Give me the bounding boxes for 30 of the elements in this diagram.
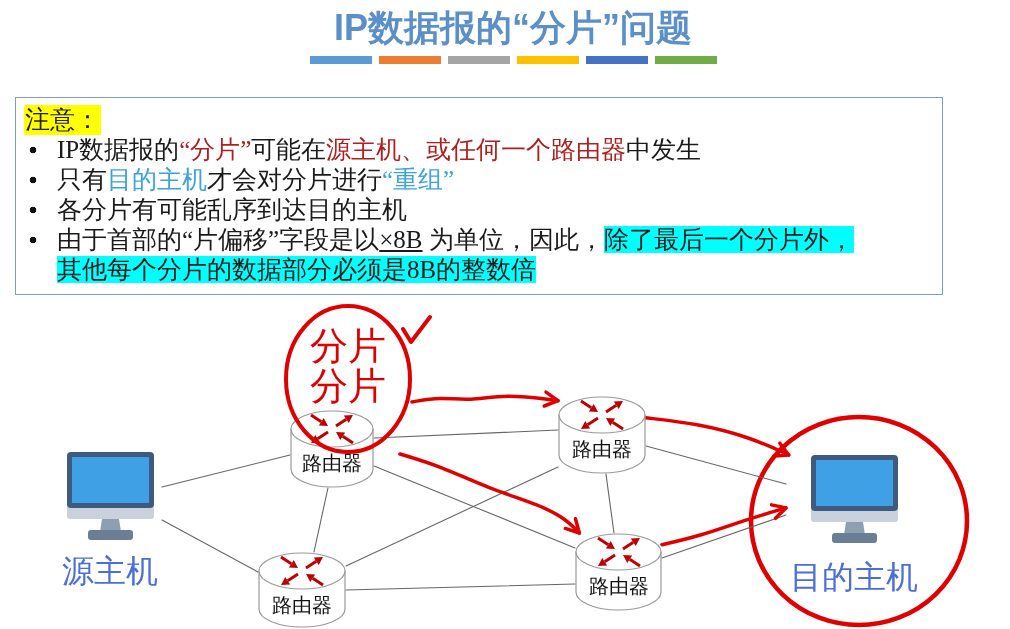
link-line <box>605 473 615 534</box>
link-line <box>161 454 291 488</box>
router-label: 路由器 <box>272 594 332 616</box>
handwritten-note: 分片 <box>310 366 386 406</box>
link-line <box>373 429 559 439</box>
host-label: 源主机 <box>62 554 158 588</box>
notes-panel <box>15 97 943 295</box>
annotation-ellipse <box>284 304 412 454</box>
router-label: 路由器 <box>302 452 362 474</box>
router-node <box>558 396 646 474</box>
notes-heading: 注意： <box>24 105 101 135</box>
hand-drawn-arrow <box>644 416 791 458</box>
link-line <box>345 583 576 591</box>
router-node <box>575 533 662 611</box>
host-label: 目的主机 <box>790 560 918 594</box>
link-line <box>645 445 787 485</box>
link-line <box>661 514 787 559</box>
hand-drawn-arrow <box>660 503 788 547</box>
router-node <box>290 410 374 488</box>
link-line <box>345 466 559 567</box>
router-node <box>258 552 346 628</box>
handwritten-note: 分片 <box>310 326 386 366</box>
router-label: 路由器 <box>588 575 649 597</box>
router-label: 路由器 <box>572 438 632 460</box>
link-line <box>373 465 576 549</box>
slide-title: IP数据报的“分片”问题 <box>334 6 692 50</box>
link-line <box>161 519 259 573</box>
hand-drawn-arrow <box>398 452 582 535</box>
hand-drawn-arrow <box>410 390 560 408</box>
link-line <box>313 487 329 553</box>
